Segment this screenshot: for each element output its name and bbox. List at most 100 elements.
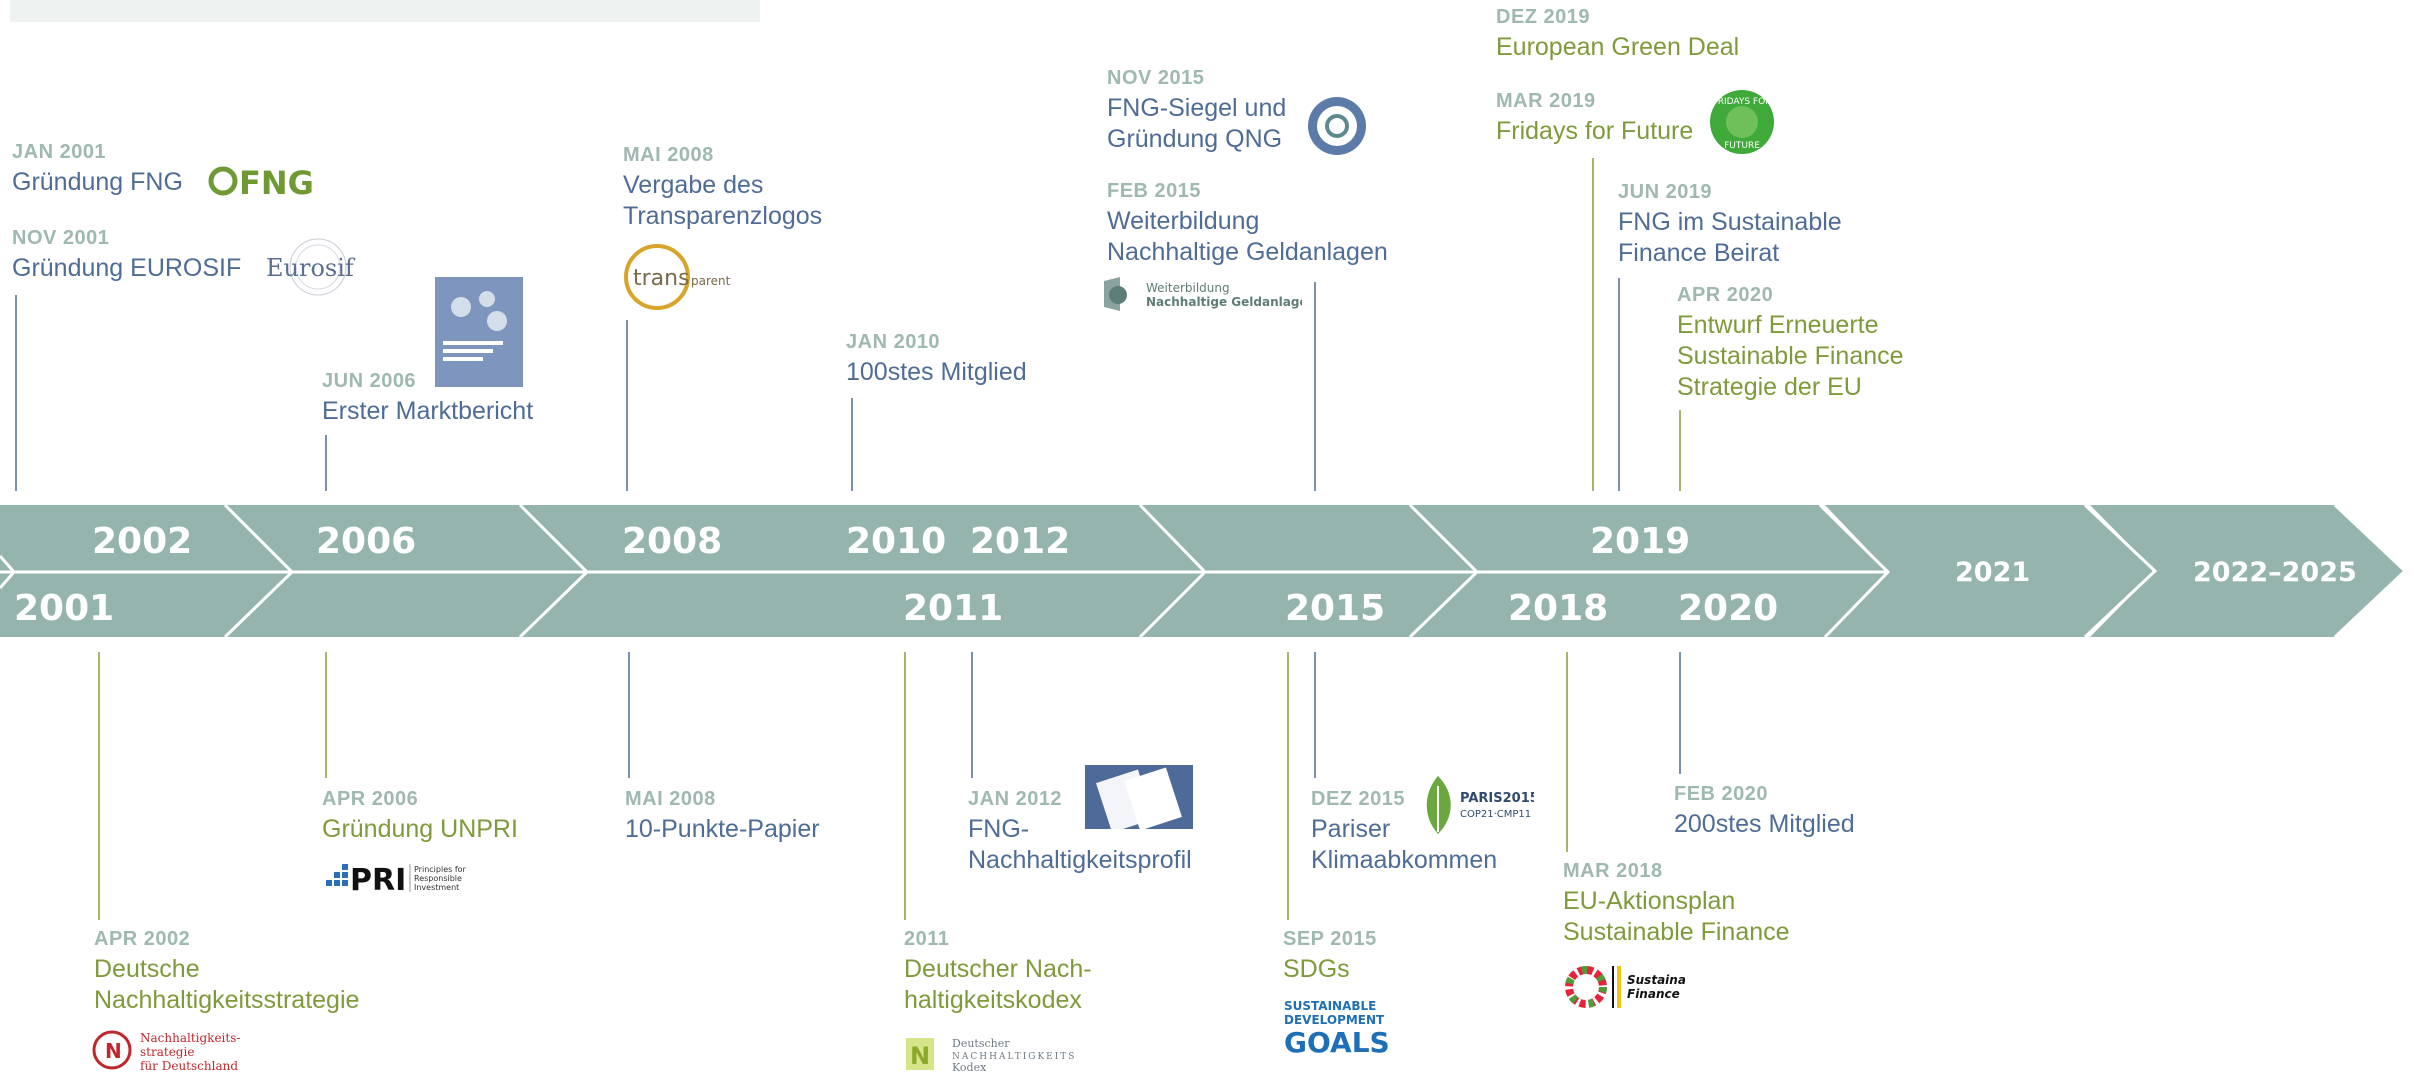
connector-strategie xyxy=(1679,410,1681,491)
event-date: JAN 2012 xyxy=(968,788,1063,810)
year-2020: 2020 xyxy=(1678,588,1778,629)
event-title: 200stes Mitglied xyxy=(1674,810,1855,838)
event-title: FNG- Nachhaltigkeitsprofil xyxy=(968,815,1192,874)
eurosif-logo: Eurosif xyxy=(266,238,356,296)
nachhaltigkeitskodex-logo: N Deutscher NACHHALTIGKEITS Kodex xyxy=(906,1037,1074,1074)
pri-logo: PRI Principles for Responsible Investmen… xyxy=(326,863,467,898)
event-punkte: MAI 2008 10-Punkte-Papier xyxy=(625,788,820,845)
event-date: MAR 2019 xyxy=(1496,90,1596,112)
nachhaltigkeitsprofil-brochure xyxy=(1085,765,1193,829)
svg-text:N: N xyxy=(105,1039,122,1063)
svg-text:FRIDAYS FOR: FRIDAYS FOR xyxy=(1713,97,1772,107)
event-weiterbildung: FEB 2015 Weiterbildung Nachhaltige Gelda… xyxy=(1107,180,1388,268)
event-beirat: JUN 2019 FNG im Sustainable Finance Beir… xyxy=(1618,181,1842,269)
connector-weiterbildung xyxy=(1314,282,1316,491)
svg-text:parent: parent xyxy=(691,274,731,288)
event-date: JAN 2010 xyxy=(846,331,941,353)
event-title: Fridays for Future xyxy=(1496,117,1694,145)
event-profil: JAN 2012 FNG- Nachhaltigkeitsprofil xyxy=(968,788,1192,876)
connector-fff xyxy=(1592,158,1594,491)
year-2002: 2002 xyxy=(92,521,192,562)
event-title: EU-Aktionsplan Sustainable Finance xyxy=(1563,887,1790,946)
svg-text:FNG: FNG xyxy=(239,164,314,202)
event-title: 100stes Mitglied xyxy=(846,358,1027,386)
svg-text:Principles for: Principles for xyxy=(414,865,467,874)
event-fff: MAR 2019 Fridays for Future xyxy=(1496,90,1693,147)
event-title: 10-Punkte-Papier xyxy=(625,815,820,843)
band-chevrons xyxy=(0,503,2408,639)
svg-text:Nachhaltige Geldanlagen: Nachhaltige Geldanlagen xyxy=(1146,295,1302,309)
event-date: DEZ 2015 xyxy=(1311,788,1406,810)
event-date: 2011 xyxy=(904,928,950,950)
event-date: APR 2002 xyxy=(94,928,191,950)
event-title: Weiterbildung Nachhaltige Geldanlagen xyxy=(1107,207,1388,266)
event-title: Erster Marktbericht xyxy=(322,397,534,425)
connector-unpri xyxy=(325,652,327,778)
year-2011: 2011 xyxy=(903,588,1003,629)
weiterbildung-logo: Weiterbildung Nachhaltige Geldanlagen xyxy=(1104,277,1302,311)
svg-text:strategie: strategie xyxy=(140,1045,194,1059)
event-date: JAN 2001 xyxy=(12,141,107,163)
event-title: Deutscher Nach- haltigkeitskodex xyxy=(904,955,1092,1014)
connector-transparenz xyxy=(626,320,628,491)
event-date: APR 2020 xyxy=(1677,284,1774,306)
svg-text:NACHHALTIGKEITS: NACHHALTIGKEITS xyxy=(952,1052,1074,1062)
svg-text:Investment: Investment xyxy=(414,883,459,892)
paris-2015-logo: PARIS2015 COP21·CMP11 xyxy=(1426,776,1534,834)
event-date: JUN 2006 xyxy=(322,370,417,392)
event-title: FNG-Siegel und Gründung QNG xyxy=(1107,94,1287,153)
connector-aktionsplan xyxy=(1566,652,1568,852)
svg-text:für Deutschland: für Deutschland xyxy=(140,1059,238,1072)
event-kodex: 2011 Deutscher Nach- haltigkeitskodex xyxy=(904,928,1092,1016)
svg-text:Finance: Finance xyxy=(1627,987,1680,1001)
connector-marktbericht xyxy=(325,435,327,491)
svg-text:FUTURE: FUTURE xyxy=(1724,141,1760,151)
fridays-for-future-logo: FRIDAYS FOR FUTURE xyxy=(1710,90,1774,154)
band-upper xyxy=(0,505,1888,572)
marktbericht-cover xyxy=(435,277,523,387)
svg-text:DEVELOPMENT: DEVELOPMENT xyxy=(1284,1013,1385,1027)
year-2018: 2018 xyxy=(1508,588,1608,629)
event-eurosif: NOV 2001 Gründung EUROSIF xyxy=(12,227,241,284)
sustainable-finance-logo: Sustainable Finance xyxy=(1565,966,1685,1008)
connector-sdgs xyxy=(1287,652,1289,920)
event-date: FEB 2020 xyxy=(1674,783,1769,805)
event-greendeal: DEZ 2019 European Green Deal xyxy=(1496,6,1739,63)
connector-paris xyxy=(1314,652,1316,778)
connector-profil xyxy=(971,652,973,778)
fng-logo: FNG xyxy=(208,164,314,202)
event-date: DEZ 2019 xyxy=(1496,6,1591,28)
event-title: Vergabe des Transparenzlogos xyxy=(623,171,823,230)
event-date: APR 2006 xyxy=(322,788,419,810)
header-strip xyxy=(10,0,760,22)
event-title: Pariser Klimaabkommen xyxy=(1311,815,1498,874)
band-arrow-2022 xyxy=(2090,505,2405,637)
band-arrow-2021 xyxy=(1825,505,2155,637)
connector-nhstrategie xyxy=(98,652,100,920)
svg-text:Kodex: Kodex xyxy=(952,1061,987,1074)
event-date: NOV 2001 xyxy=(12,227,110,249)
svg-text:trans: trans xyxy=(633,266,690,291)
connector-fng xyxy=(15,295,17,491)
connector-punkte xyxy=(628,652,630,778)
svg-text:Sustainable: Sustainable xyxy=(1627,973,1685,987)
event-fng: JAN 2001 Gründung FNG xyxy=(12,141,183,198)
svg-text:SUSTAINABLE: SUSTAINABLE xyxy=(1284,999,1376,1013)
event-siegel: NOV 2015 FNG-Siegel und Gründung QNG xyxy=(1107,67,1286,155)
connector-beirat xyxy=(1618,278,1620,491)
event-title: SDGs xyxy=(1283,955,1350,983)
year-2006: 2006 xyxy=(316,521,416,562)
event-date: FEB 2015 xyxy=(1107,180,1202,202)
event-date: SEP 2015 xyxy=(1283,928,1377,950)
event-title: Gründung FNG xyxy=(12,168,183,196)
event-title: FNG im Sustainable Finance Beirat xyxy=(1618,208,1842,267)
connector-mitglied100 xyxy=(851,398,853,491)
event-nhstrategie: APR 2002 Deutsche Nachhaltigkeitsstrateg… xyxy=(94,928,359,1016)
event-aktionsplan: MAR 2018 EU-Aktionsplan Sustainable Fina… xyxy=(1563,860,1790,948)
year-2022-2025: 2022–2025 xyxy=(2193,557,2357,588)
svg-text:PRI: PRI xyxy=(350,863,406,898)
event-title: Gründung EUROSIF xyxy=(12,254,242,282)
event-sdgs: SEP 2015 SDGs xyxy=(1283,928,1377,985)
year-2001: 2001 xyxy=(14,588,114,629)
event-transparenz: MAI 2008 Vergabe des Transparenzlogos xyxy=(623,144,822,232)
